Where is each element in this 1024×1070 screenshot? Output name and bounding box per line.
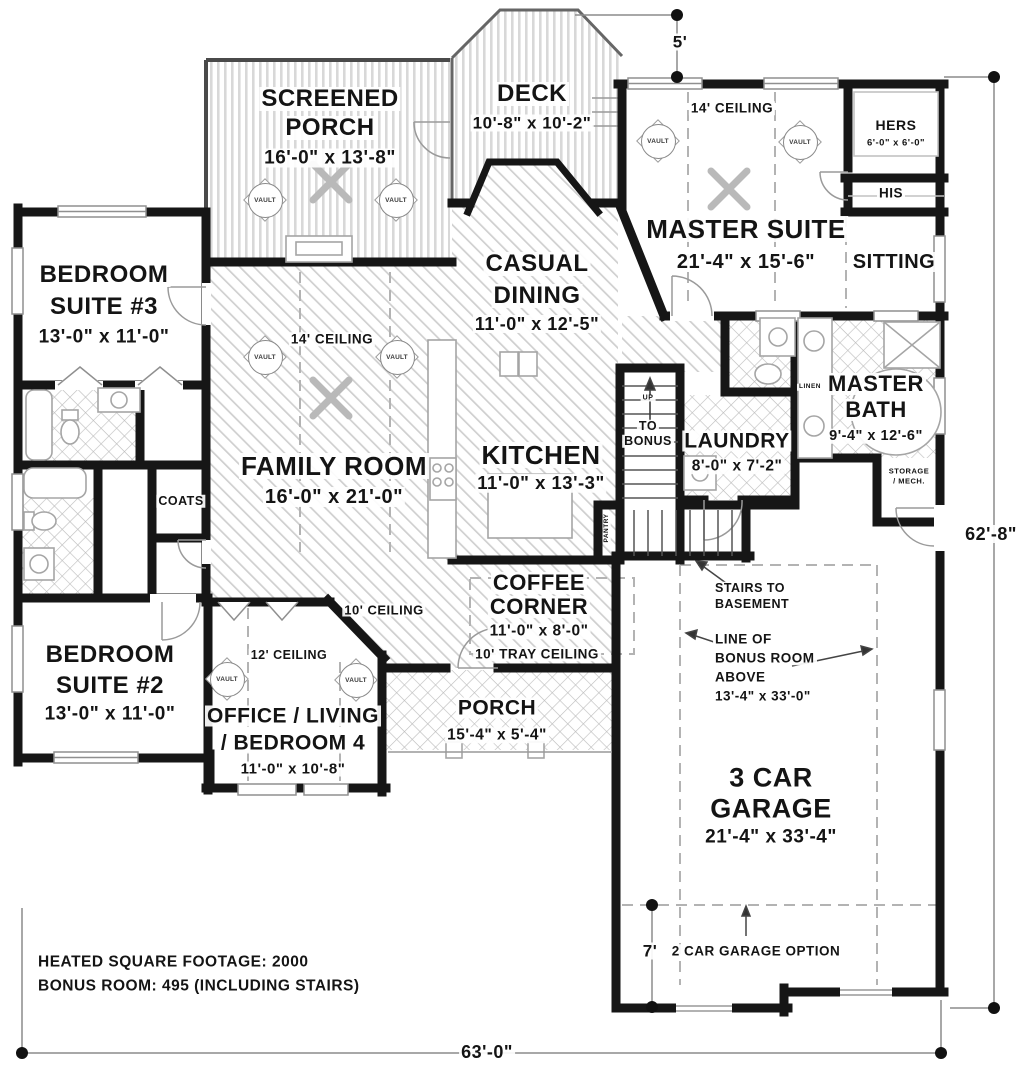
sitting-label: SITTING xyxy=(850,251,938,273)
dim-top: 5' xyxy=(670,32,690,52)
footer-heated-sqft: HEATED SQUARE FOOTAGE: 2000 xyxy=(36,953,311,971)
wall-openings xyxy=(55,283,892,1013)
vault-label: VAULT xyxy=(379,339,415,375)
vault-marker: VAULT xyxy=(777,119,823,165)
front-porch-dims: 15'-4" x 5'-4" xyxy=(445,726,549,744)
to-bonus-label: TO xyxy=(636,418,660,433)
coats-label: COATS xyxy=(156,493,206,508)
garage-label: 3 CAR xyxy=(727,762,815,793)
garage-option-label: 2 CAR GARAGE OPTION xyxy=(669,943,843,959)
coffee-corner-dims: 11'-0" x 8'-0" xyxy=(487,622,591,640)
master-bath-label: MASTER xyxy=(826,371,926,396)
closet-door-chevrons xyxy=(57,366,299,622)
footer-bonus-room: BONUS ROOM: 495 (INCLUDING STAIRS) xyxy=(36,977,362,995)
office-label: OFFICE / LIVING xyxy=(204,704,382,728)
door-arcs xyxy=(161,121,935,669)
deck-rail xyxy=(450,8,624,203)
vault-marker: VAULT xyxy=(333,657,379,703)
bonus-note-label3: ABOVE xyxy=(713,669,768,685)
dim-garage-front: 7' xyxy=(640,941,660,961)
family-room-dims: 16'-0" x 21'-0" xyxy=(262,486,406,508)
vault-marker: VAULT xyxy=(242,334,288,380)
casual-dining-label2: DINING xyxy=(491,282,583,309)
vault-label: VAULT xyxy=(209,661,245,697)
stairs-basement-label2: BASEMENT xyxy=(713,596,792,611)
laundry-label: LAUNDRY xyxy=(682,429,792,453)
bedroom2-label2: SUITE #2 xyxy=(53,672,167,699)
coffee-corner-label: COFFEE xyxy=(490,570,588,595)
garage-door-sills xyxy=(676,989,892,1012)
vault-label: VAULT xyxy=(247,339,283,375)
tray-ceiling-note: 10' TRAY CEILING xyxy=(473,646,601,662)
kitchen-dims: 11'-0" x 13'-3" xyxy=(475,471,607,493)
bedroom3-dims: 13'-0" x 11'-0" xyxy=(36,326,172,348)
family-ceiling-note: 14' CEILING xyxy=(288,331,376,347)
front-porch-label: PORCH xyxy=(455,696,539,720)
kitchen-label: KITCHEN xyxy=(479,440,603,470)
bonus-note-label: LINE OF xyxy=(713,631,774,647)
vault-label: VAULT xyxy=(378,182,414,218)
stairs-basement-label: STAIRS TO xyxy=(713,580,788,595)
ceiling-fan-icons xyxy=(309,160,751,420)
bedroom3-label2: SUITE #3 xyxy=(47,293,161,320)
storage-mech-label: STORAGE xyxy=(886,466,932,476)
deck-dims: 10'-8" x 10'-2" xyxy=(470,113,594,133)
hers-closet-label: HERS xyxy=(873,117,919,133)
pantry-label: PANTRY xyxy=(602,511,611,545)
dim-right: 62'-8" xyxy=(963,524,1019,544)
laundry-dims: 8'-0" x 7'-2" xyxy=(689,457,785,475)
casual-dining-dims: 11'-0" x 12'-5" xyxy=(472,314,602,334)
hall-ceiling-note: 10' CEILING xyxy=(342,602,426,618)
bedroom2-label: BEDROOM xyxy=(43,641,177,668)
master-suite-dims: 21'-4" x 15'-6" xyxy=(674,251,818,273)
dimension-dots xyxy=(16,9,1000,1059)
stairs-up-label: UP xyxy=(640,394,656,402)
family-room-label: FAMILY ROOM xyxy=(238,451,430,481)
office-label2: / BEDROOM 4 xyxy=(218,731,368,755)
office-dims: 11'-0" x 10'-8" xyxy=(238,760,348,778)
garage-label2: GARAGE xyxy=(708,793,834,824)
linen-label: LINEN xyxy=(797,382,823,391)
coffee-corner-label2: CORNER xyxy=(487,594,591,619)
master-suite-label: MASTER SUITE xyxy=(644,214,848,244)
casual-dining-label: CASUAL xyxy=(483,250,591,277)
master-bath-label2: BATH xyxy=(843,397,909,422)
his-closet-label: HIS xyxy=(876,185,906,201)
office-ceiling-note: 12' CEILING xyxy=(248,647,330,662)
to-bonus-label2: BONUS xyxy=(622,433,674,448)
vault-marker: VAULT xyxy=(373,177,419,223)
screened-porch-dims: 16'-0" x 13'-8" xyxy=(262,147,398,169)
bonus-note-label2: BONUS ROOM xyxy=(713,650,817,666)
screened-porch-label: SCREENED xyxy=(259,85,401,112)
deck-label: DECK xyxy=(494,80,570,107)
hers-closet-dims: 6'-0" x 6'-0" xyxy=(864,137,928,149)
vault-label: VAULT xyxy=(338,662,374,698)
master-ceiling-note: 14' CEILING xyxy=(688,100,776,116)
vault-label: VAULT xyxy=(247,182,283,218)
vault-marker: VAULT xyxy=(242,177,288,223)
vault-marker: VAULT xyxy=(635,118,681,164)
vault-label: VAULT xyxy=(640,123,676,159)
vault-marker: VAULT xyxy=(374,334,420,380)
vault-marker: VAULT xyxy=(204,656,250,702)
vault-label: VAULT xyxy=(782,124,818,160)
dim-bottom: 63'-0" xyxy=(459,1042,515,1062)
bedroom3-label: BEDROOM xyxy=(37,261,171,288)
windows xyxy=(11,77,946,796)
master-bath-dims: 9'-4" x 12'-6" xyxy=(827,427,925,444)
bedroom2-dims: 13'-0" x 11'-0" xyxy=(42,703,178,725)
arrows xyxy=(643,376,874,936)
screened-porch-label2: PORCH xyxy=(283,114,377,141)
storage-mech-label2: / MECH. xyxy=(891,476,927,486)
bonus-note-dims: 13'-4" x 33'-0" xyxy=(713,688,813,704)
garage-dims: 21'-4" x 33'-4" xyxy=(703,826,839,848)
